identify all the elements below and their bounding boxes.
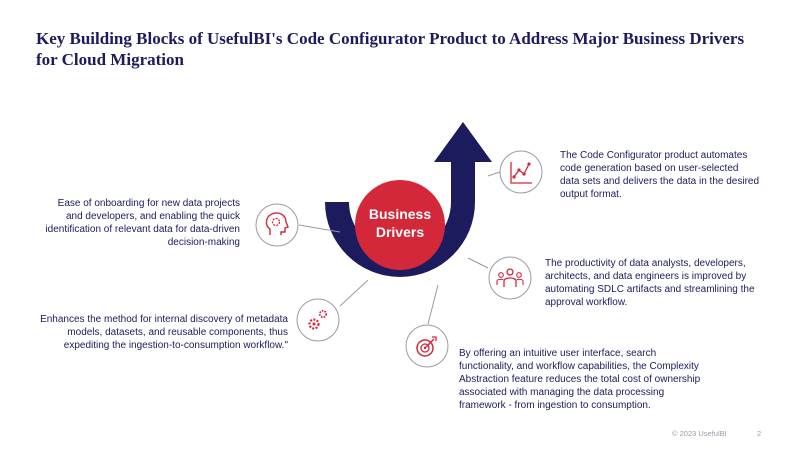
hub-label-line1: Business <box>368 206 432 222</box>
connector-line <box>427 284 439 325</box>
target-icon <box>405 324 449 368</box>
driver-text-onboarding: Ease of onboarding for new data projects… <box>45 198 240 248</box>
chart-icon <box>499 150 543 194</box>
connector-line <box>339 279 369 307</box>
slide-title: Key Building Blocks of UsefulBI's Code C… <box>36 29 745 69</box>
driver-text-productivity: The productivity of data analysts, devel… <box>545 258 755 308</box>
driver-text-discovery: Enhances the method for internal discove… <box>40 314 288 351</box>
connector-line <box>298 224 341 233</box>
driver-text-code-generation: The Code Configurator product automates … <box>560 150 760 200</box>
hub-circle <box>355 180 445 270</box>
curved-arrow <box>325 122 492 277</box>
hub-label-line2: Drivers <box>375 224 425 240</box>
connector-line <box>487 171 501 177</box>
team-icon <box>488 256 532 300</box>
footer-copyright: © 2023 UsefulBI <box>672 429 727 438</box>
connector-line <box>467 257 489 269</box>
page-number: 2 <box>757 429 762 438</box>
gears-icon <box>296 298 340 342</box>
head-gear-icon <box>255 203 299 247</box>
driver-text-complexity: By offering an intuitive user interface,… <box>459 348 701 411</box>
hub-label: Business Drivers <box>353 205 447 241</box>
